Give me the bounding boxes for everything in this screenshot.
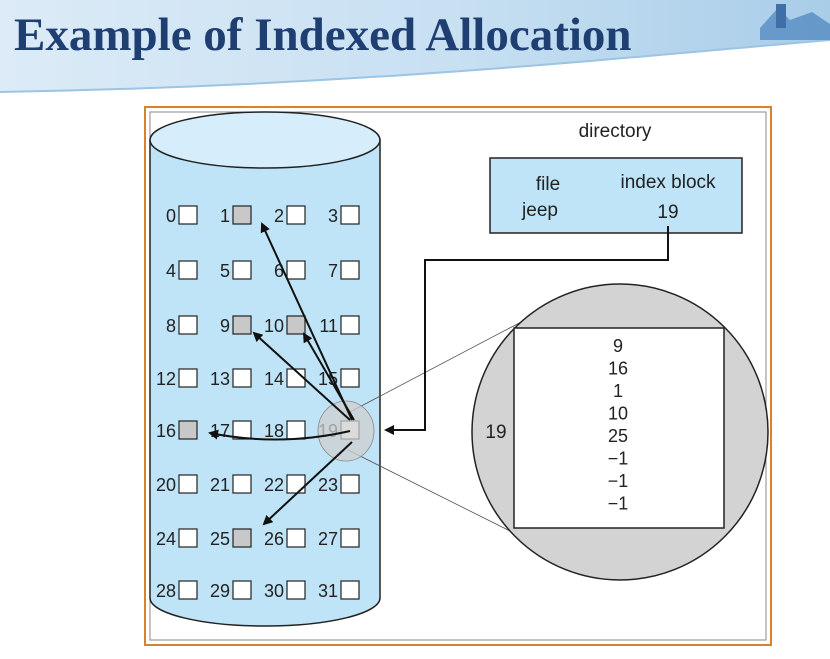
- disk-block-20: [178, 474, 198, 494]
- disk-block-23: [340, 474, 360, 494]
- pointer-to-block-25: [262, 441, 353, 526]
- block-number-3: 3: [328, 206, 338, 226]
- block-number-24: 24: [156, 529, 176, 549]
- disk-block-26: [286, 528, 306, 548]
- disk-block-24: [178, 528, 198, 548]
- disk-block-8: [178, 315, 198, 335]
- disk-block-29: [232, 580, 252, 600]
- block-number-6: 6: [274, 261, 284, 281]
- block-number-21: 21: [210, 475, 230, 495]
- block-number-14: 14: [264, 369, 284, 389]
- block-number-10: 10: [264, 316, 284, 336]
- index-entry: 25: [608, 426, 628, 446]
- directory-pointer: [384, 226, 669, 435]
- block-number-18: 18: [264, 421, 284, 441]
- index-entry: 16: [608, 359, 628, 379]
- disk-block-6: [286, 260, 306, 280]
- pointer-to-block-9: [252, 331, 351, 421]
- directory: directory file index block jeep 19: [489, 121, 743, 234]
- block-number-4: 4: [166, 261, 176, 281]
- index-pointers: [208, 222, 355, 526]
- directory-col-file: file: [536, 174, 560, 195]
- block-number-16: 16: [156, 421, 176, 441]
- block-number-26: 26: [264, 529, 284, 549]
- block-number-20: 20: [156, 475, 176, 495]
- disk-block-21: [232, 474, 252, 494]
- disk-block-5: [232, 260, 252, 280]
- disk-block-13: [232, 368, 252, 388]
- index-entry: −1: [608, 471, 629, 491]
- disk-block-0: [178, 205, 198, 225]
- block-number-8: 8: [166, 316, 176, 336]
- block-number-11: 11: [319, 316, 338, 336]
- block-number-22: 22: [264, 475, 284, 495]
- block-number-2: 2: [274, 206, 284, 226]
- disk-block-10: [286, 315, 306, 335]
- disk-block-17: [232, 420, 252, 440]
- header-graphic-icon: [760, 4, 830, 40]
- block-number-23: 23: [318, 475, 338, 495]
- block-number-25: 25: [210, 529, 230, 549]
- pointer-to-block-10: [302, 332, 355, 421]
- directory-col-index-block: index block: [620, 172, 716, 193]
- block-number-0: 0: [166, 206, 176, 226]
- index-entry: 10: [608, 404, 628, 424]
- disk-block-16: [178, 420, 198, 440]
- disk-block-27: [340, 528, 360, 548]
- block-number-5: 5: [220, 261, 230, 281]
- disk-block-18: [286, 420, 306, 440]
- index-entry: 1: [613, 381, 623, 401]
- disk-block-4: [178, 260, 198, 280]
- block-number-27: 27: [318, 529, 338, 549]
- block-number-17: 17: [210, 421, 230, 441]
- block-number-28: 28: [156, 581, 176, 601]
- directory-caption: directory: [579, 121, 652, 142]
- disk-block-grid: 0123456789101112131415161718192021222324…: [156, 205, 360, 601]
- block-number-29: 29: [210, 581, 230, 601]
- block-number-12: 12: [156, 369, 176, 389]
- disk-block-7: [340, 260, 360, 280]
- pointer-to-block-16: [208, 429, 351, 441]
- block-number-30: 30: [264, 581, 284, 601]
- disk-block-31: [340, 580, 360, 600]
- block-number-7: 7: [328, 261, 338, 281]
- index-entry: −1: [608, 449, 629, 469]
- directory-entry-index-block: 19: [657, 202, 678, 223]
- disk-block-25: [232, 528, 252, 548]
- index-block-label: 19: [485, 422, 506, 443]
- disk-block-1: [232, 205, 252, 225]
- block-number-13: 13: [210, 369, 230, 389]
- index-entry: −1: [608, 494, 629, 514]
- header-band: [0, 0, 830, 93]
- block-number-9: 9: [220, 316, 230, 336]
- pointer-to-block-1: [260, 222, 353, 421]
- directory-entry-file: jeep: [521, 200, 558, 221]
- disk-block-15: [340, 368, 360, 388]
- index-entry: 9: [613, 336, 623, 356]
- disk-block-30: [286, 580, 306, 600]
- disk-block-22: [286, 474, 306, 494]
- disk-block-12: [178, 368, 198, 388]
- disk-block-9: [232, 315, 252, 335]
- block-number-1: 1: [220, 206, 230, 226]
- disk-block-28: [178, 580, 198, 600]
- block-number-31: 31: [318, 581, 338, 601]
- slide-title: Example of Indexed Allocation: [14, 9, 632, 61]
- directory-table: [489, 157, 743, 234]
- disk-block-11: [340, 315, 360, 335]
- disk-block-3: [340, 205, 360, 225]
- disk-cylinder: [149, 111, 381, 627]
- index-block-box: [513, 327, 725, 529]
- disk-block-2: [286, 205, 306, 225]
